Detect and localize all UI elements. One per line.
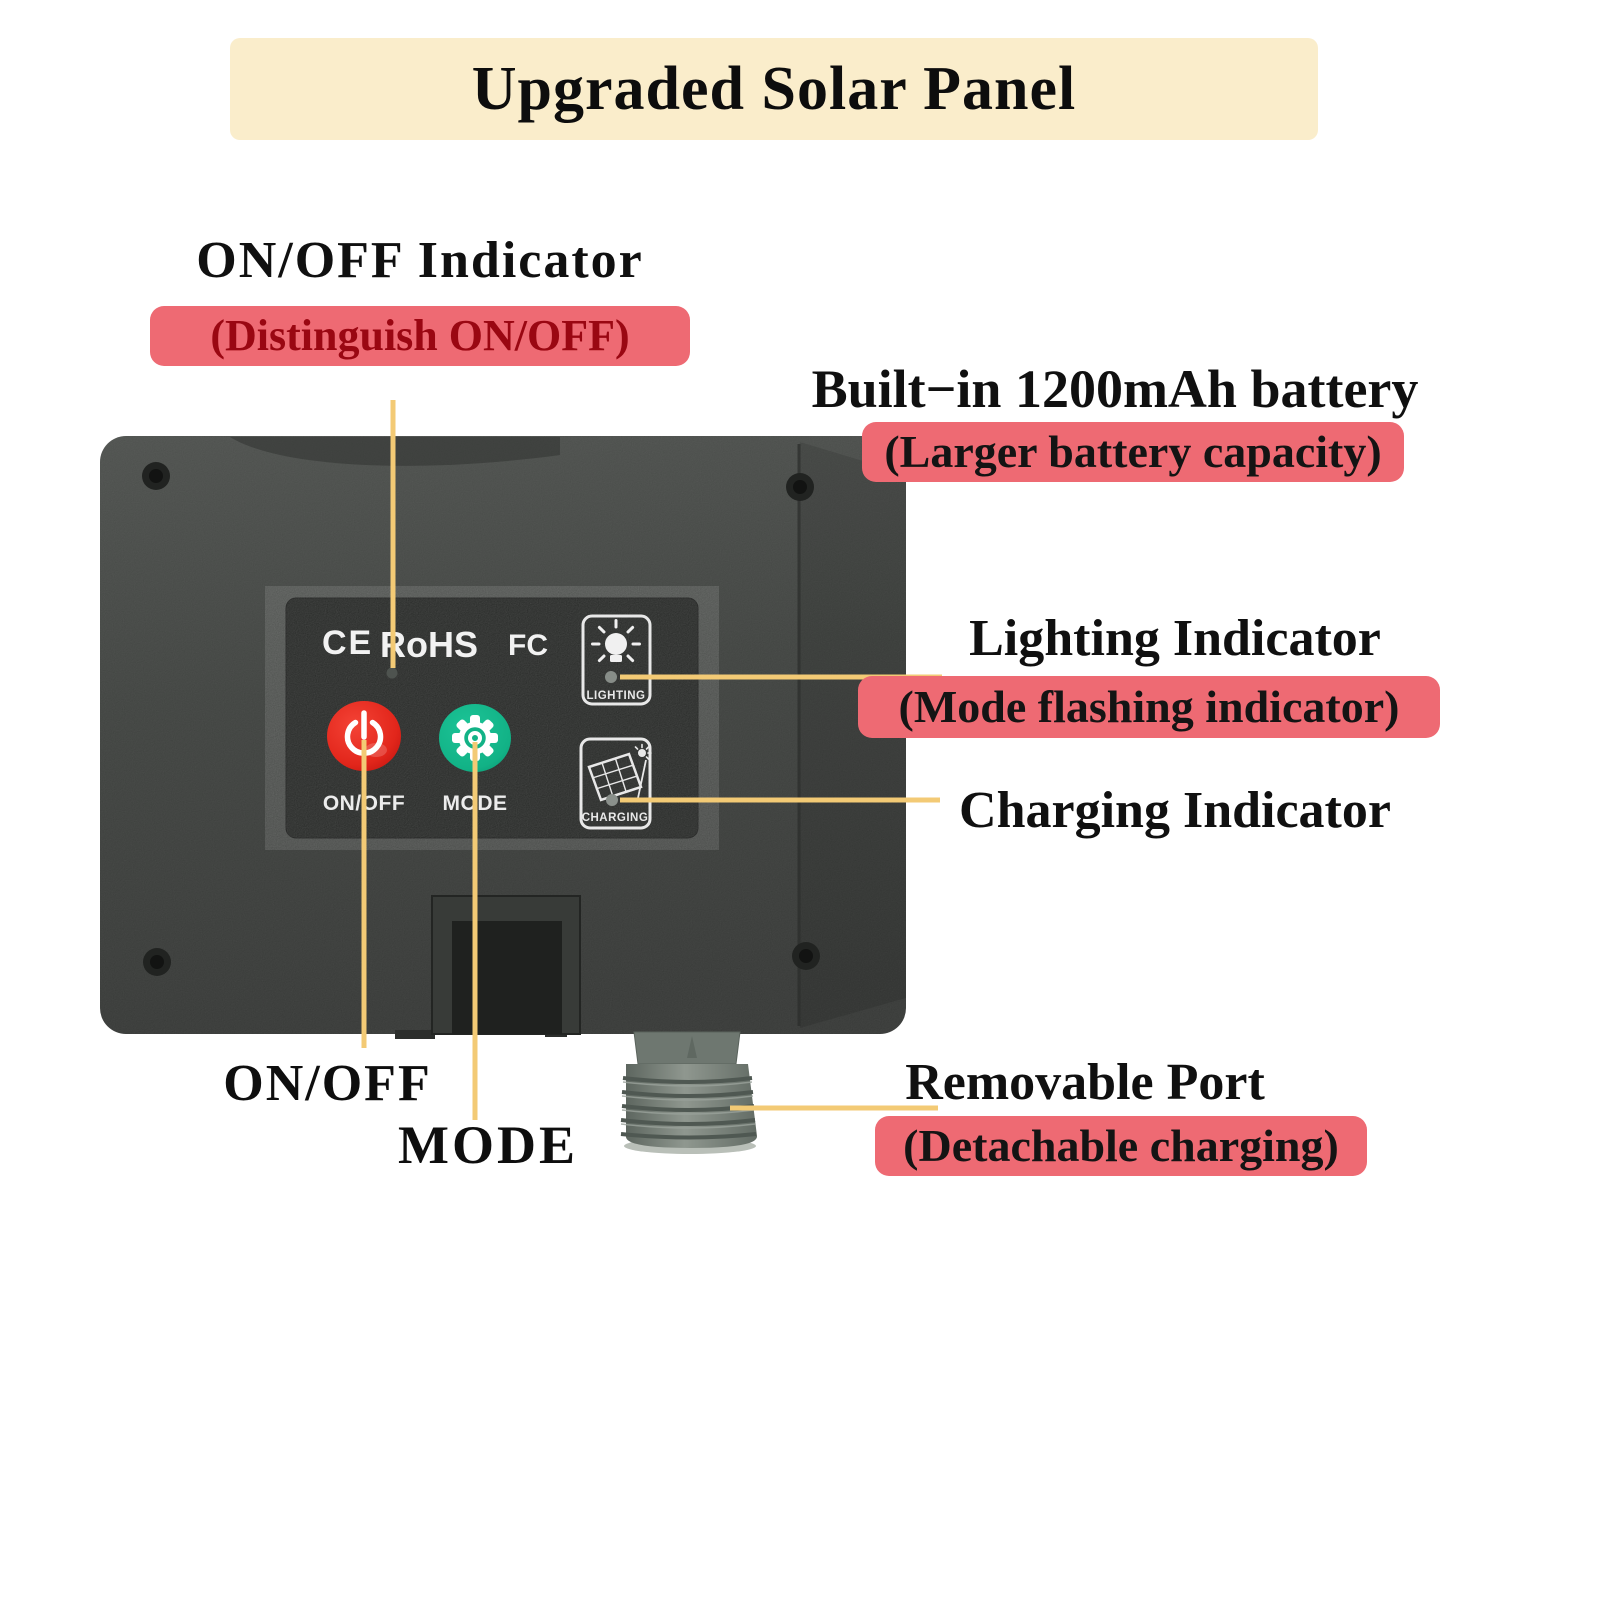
charging-icon-box: CHARGING <box>579 737 652 830</box>
mounting-tab <box>431 895 581 1035</box>
screw-hole <box>142 462 170 490</box>
charging-led <box>606 794 618 806</box>
battery-title: Built−in 1200mAh battery <box>811 359 1419 419</box>
battery-note: (Larger battery capacity) <box>862 422 1404 482</box>
fcc-mark: FC <box>508 629 548 662</box>
connector-port[interactable] <box>620 1031 758 1154</box>
removable-port-title: Removable Port <box>905 1054 1265 1111</box>
title-banner: Upgraded Solar Panel <box>230 38 1318 140</box>
onoff-indicator-note: (Distinguish ON/OFF) <box>150 306 690 366</box>
ce-mark: CE <box>322 624 373 662</box>
removable-port-note: (Detachable charging) <box>875 1116 1367 1176</box>
control-panel: CE RoHS FC ON/OFF <box>285 597 699 839</box>
onoff-label: ON/OFF <box>223 1055 432 1112</box>
screw-hole <box>143 948 171 976</box>
screw-holes <box>142 462 820 976</box>
charging-label: CHARGING <box>582 812 649 824</box>
screw-hole <box>792 942 820 970</box>
lighting-icon-box: LIGHTING <box>581 614 652 706</box>
onoff-led <box>386 667 398 679</box>
rohs-mark: RoHS <box>380 624 478 665</box>
mode-label: MODE <box>398 1115 578 1175</box>
lighting-label: LIGHTING <box>587 690 646 702</box>
lighting-indicator-note: (Mode flashing indicator) <box>858 676 1440 738</box>
mode-button[interactable] <box>439 704 511 772</box>
screw-hole <box>786 473 814 501</box>
bulb-icon <box>591 619 641 663</box>
lighting-indicator-title: Lighting Indicator <box>969 610 1381 667</box>
page-title: Upgraded Solar Panel <box>471 54 1077 123</box>
lighting-led <box>605 671 617 683</box>
solar-panel-icon <box>587 743 652 802</box>
charging-indicator-title: Charging Indicator <box>959 782 1391 839</box>
onoff-indicator-title: ON/OFF Indicator <box>196 232 644 289</box>
